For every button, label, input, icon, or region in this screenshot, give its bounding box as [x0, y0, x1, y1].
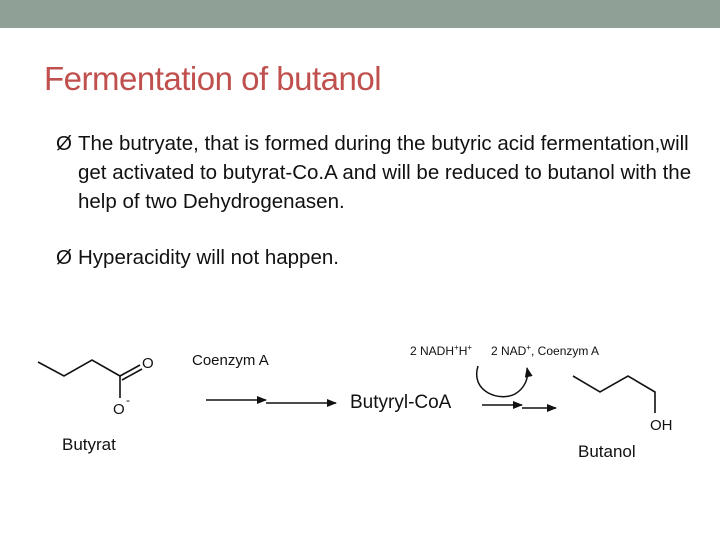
butyrat-atom-o-minus: O	[113, 401, 125, 418]
butanol-atom-oh: OH	[650, 417, 673, 434]
slide-title: Fermentation of butanol	[44, 60, 382, 97]
bullet-text: Hyperacidity will not happen.	[78, 246, 339, 269]
butyrat-charge: -	[126, 393, 130, 407]
bullet-item: Ø The butryate, that is formed during th…	[56, 129, 696, 216]
step1-reagent: Coenzym A	[192, 352, 269, 369]
step2-reagent-in: 2 NADH+H+	[410, 343, 472, 358]
bullet-arrow-icon: Ø	[56, 246, 72, 269]
bullet-text: The butryate, that is formed during the …	[78, 132, 692, 213]
butyrat-atom-o: O	[142, 355, 154, 372]
top-bar	[0, 0, 720, 28]
step2-reagent-out: 2 NAD+, Coenzym A	[491, 343, 599, 358]
butanol-label: Butanol	[578, 442, 636, 461]
bullet-arrow-icon: Ø	[56, 132, 72, 155]
butanol-structure	[572, 375, 656, 413]
butyrat-structure	[37, 359, 143, 398]
bullet-item: Ø Hyperacidity will not happen.	[56, 243, 696, 272]
butyrat-label: Butyrat	[62, 435, 116, 454]
intermediate-label: Butyryl-CoA	[350, 392, 452, 413]
curved-arrow-icon	[475, 365, 533, 398]
